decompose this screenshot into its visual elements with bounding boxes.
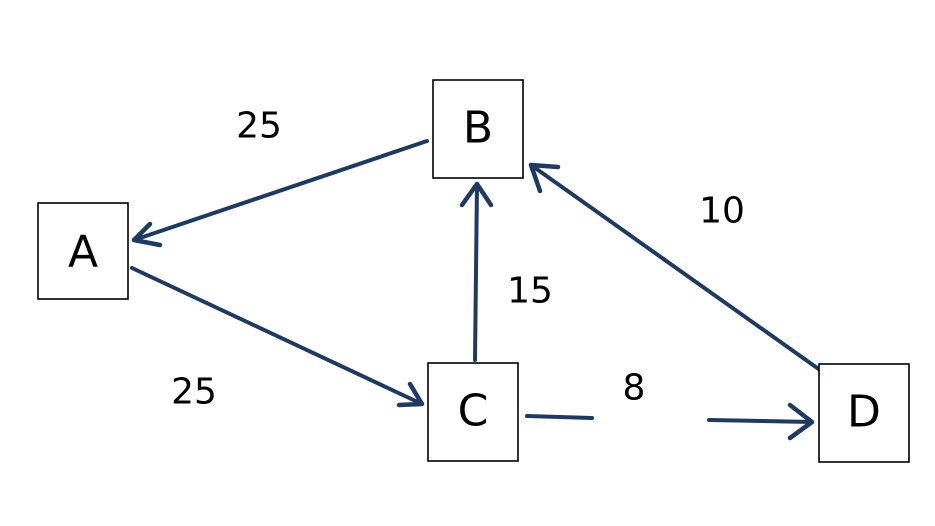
edge-b-to-a-line <box>132 139 429 242</box>
edge-c-to-d-weight: 8 <box>623 368 646 409</box>
edge-d-to-b <box>528 162 822 372</box>
node-b: B <box>432 79 524 179</box>
edge-a-to-c <box>130 266 425 408</box>
node-b-box <box>432 79 524 179</box>
node-a-label: A <box>68 227 98 278</box>
edge-a-to-c-arrowhead <box>396 381 425 408</box>
node-d: D <box>818 363 910 463</box>
edge-c-to-b-arrowhead <box>459 181 494 208</box>
node-c: C <box>427 362 519 462</box>
edge-d-to-b-weight: 10 <box>699 191 745 232</box>
edge-a-to-c-weight: 25 <box>171 372 217 413</box>
node-d-box <box>818 363 910 463</box>
edge-b-to-a-weight: 25 <box>236 106 282 147</box>
edge-c-to-d-line-start <box>525 414 594 420</box>
edge-c-to-b-line <box>473 182 479 362</box>
edge-c-to-b <box>459 181 494 362</box>
edge-c-to-d <box>525 402 815 441</box>
edge-b-to-a-arrowhead <box>131 221 163 248</box>
node-c-box <box>427 362 519 462</box>
edge-c-to-b-weight: 15 <box>507 271 553 312</box>
edge-b-to-a <box>131 139 429 248</box>
edge-c-to-d-line-end <box>707 418 814 424</box>
edge-c-to-d-arrowhead <box>787 402 815 441</box>
edge-d-to-b-line <box>529 163 822 372</box>
node-c-label: C <box>458 386 489 437</box>
node-a: A <box>37 202 129 300</box>
node-b-label: B <box>463 103 493 154</box>
node-d-label: D <box>847 387 881 438</box>
edge-d-to-b-arrowhead <box>528 162 561 194</box>
edge-a-to-c-line <box>130 266 424 406</box>
node-a-box <box>37 202 129 300</box>
